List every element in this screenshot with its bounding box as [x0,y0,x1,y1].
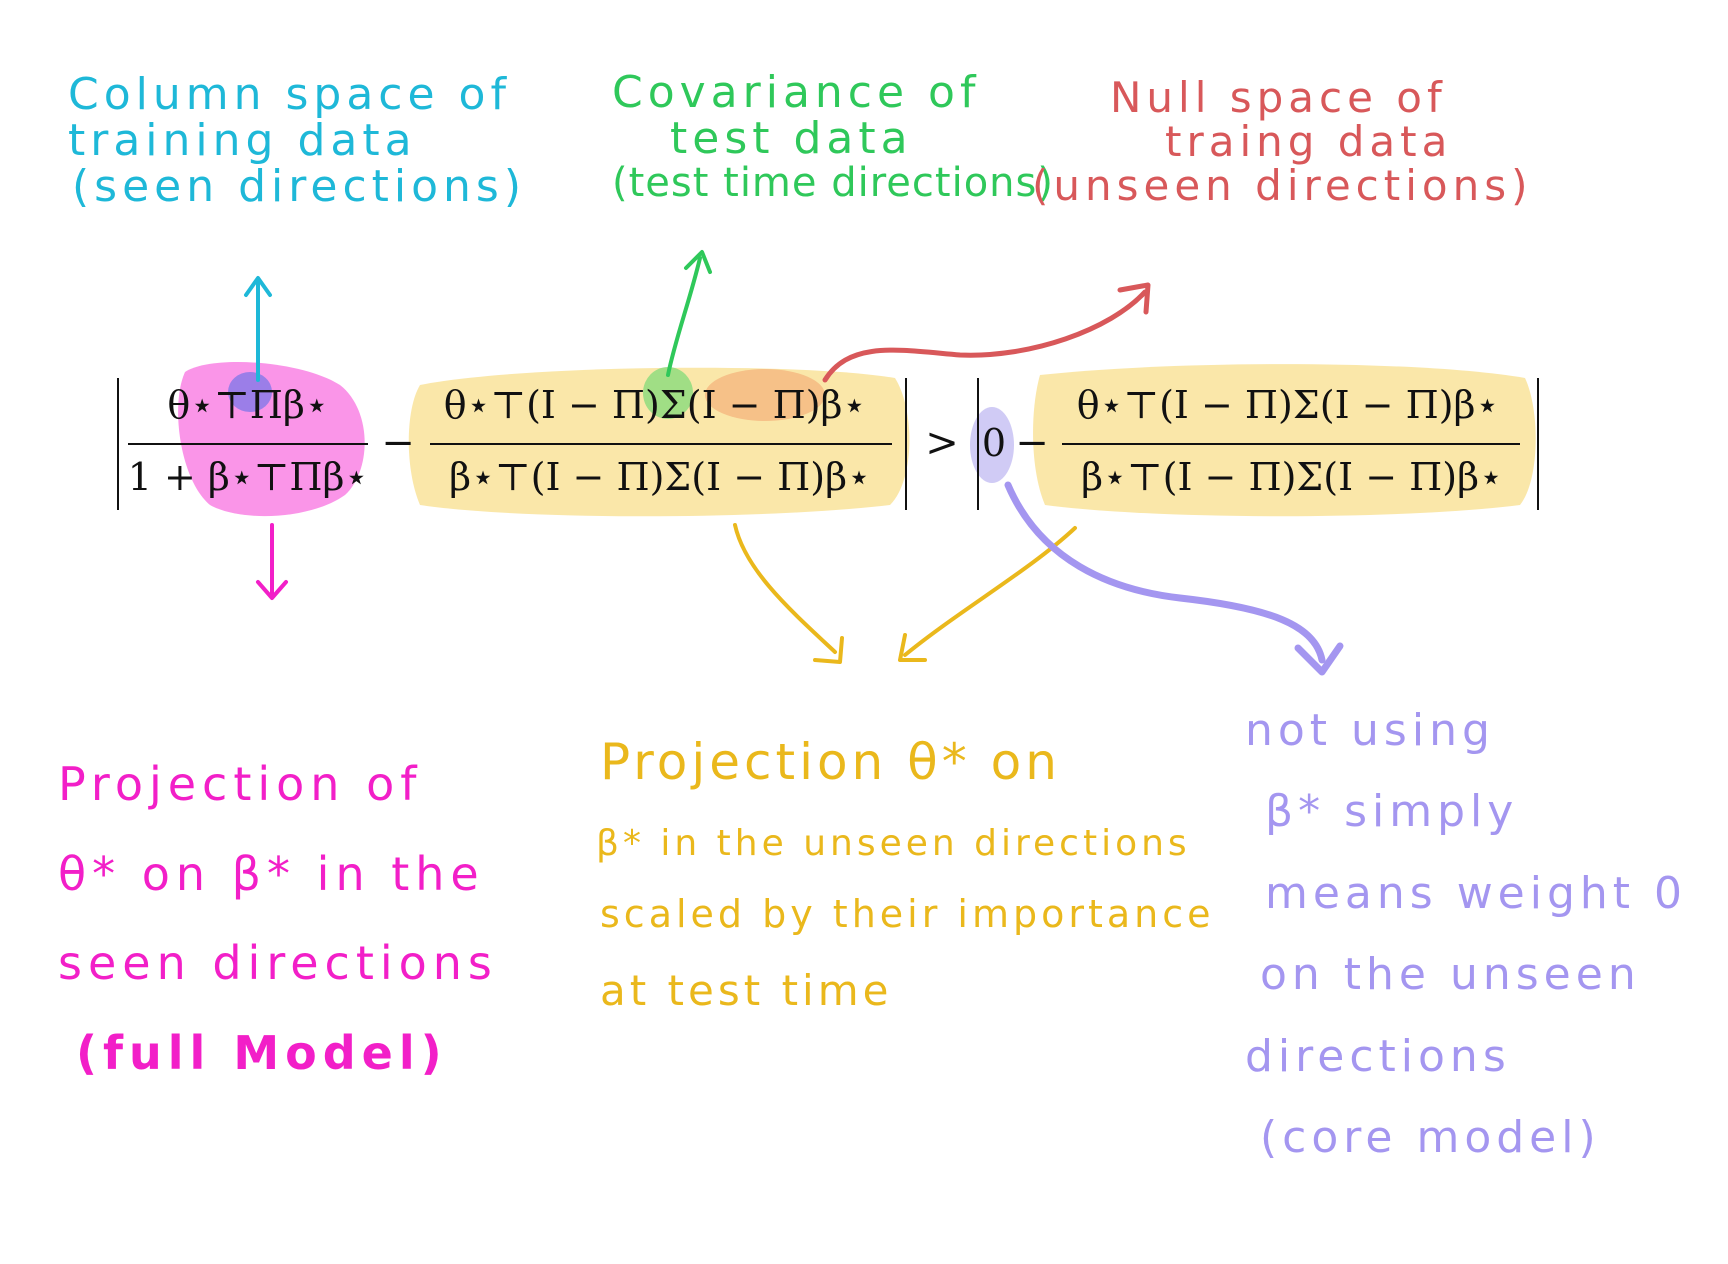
annotation-line: Covariance of [612,67,981,118]
term3-numerator: θ⋆⊤(I − Π)Σ(I − Π)β⋆ [1077,383,1500,427]
annotation-line: not using [1245,705,1495,756]
term2-numerator: θ⋆⊤(I − Π)Σ(I − Π)β⋆ [444,383,867,427]
yellow-arrow-left [733,523,844,664]
annotation-line: Projection θ* on [600,733,1061,791]
annotation-not-using: not using β* simply means weight 0 on th… [1245,690,1687,1178]
annotation-line: test data [670,113,913,165]
highlight-layer [178,362,1536,517]
annotation-projection-full: Projection of θ* on β* in the seen direc… [58,740,498,1099]
green-highlight-sigma [643,367,693,419]
pink-highlight-term1 [178,362,365,517]
annotation-projection-unseen: Projection θ* on β* in the unseen direct… [596,715,1215,1030]
annotation-line: (test time directions) [612,160,1054,207]
purple-highlight-zero [970,407,1014,483]
annotation-line: β* in the unseen directions [596,823,1191,864]
annotation-line: seen directions [58,936,498,991]
purple-arrow [1004,481,1344,676]
minus-sign-2: − [1015,420,1049,466]
yellow-arrow-right [898,526,1077,662]
yellow-highlight-term3 [1033,364,1536,517]
annotation-covariance: Covariance of test data (test time direc… [612,67,1054,207]
annotation-line: Column space of [68,69,511,120]
annotation-line: training data [68,115,417,167]
cyan-arrow [244,276,272,382]
red-highlight-projection [705,369,825,421]
zero: 0 [982,421,1006,465]
annotation-line: (core model) [1260,1111,1601,1163]
annotation-line: (unseen directions) [1032,161,1533,211]
term2-denominator: β⋆⊤(I − Π)Σ(I − Π)β⋆ [449,455,871,499]
annotation-line: traing data [1165,117,1453,167]
greater-than-sign: > [925,420,959,466]
annotation-line: Projection of [58,757,423,811]
annotation-line: (seen directions) [72,161,527,213]
green-arrow [666,250,712,377]
minus-sign-1: − [381,420,415,466]
equation: θ⋆⊤Πβ⋆ 1 + β⋆⊤Πβ⋆ − θ⋆⊤(I − Π)Σ(I − Π)β⋆… [117,378,1539,510]
term1-numerator: θ⋆⊤Πβ⋆ [167,383,328,427]
purple-highlight-pi [228,372,272,412]
pink-arrow [256,523,288,600]
red-arrow [822,282,1151,383]
annotation-line: β* simply [1265,786,1519,838]
annotation-line: directions [1245,1030,1511,1082]
annotation-line: scaled by their importance [600,892,1215,937]
annotation-column-space: Column space of training data (seen dire… [68,69,527,213]
annotation-line: Null space of [1110,73,1447,122]
annotation-line: at test time [600,965,893,1015]
annotation-line: θ* on β* in the [58,846,485,901]
term1-denominator: 1 + β⋆⊤Πβ⋆ [128,455,369,499]
annotation-line: means weight 0 [1265,867,1688,919]
term3-denominator: β⋆⊤(I − Π)Σ(I − Π)β⋆ [1081,455,1503,499]
annotation-line: on the unseen [1260,949,1641,1001]
annotation-line: (full Model) [76,1026,448,1081]
annotation-null-space: Null space of traing data (unseen direct… [1032,73,1532,208]
